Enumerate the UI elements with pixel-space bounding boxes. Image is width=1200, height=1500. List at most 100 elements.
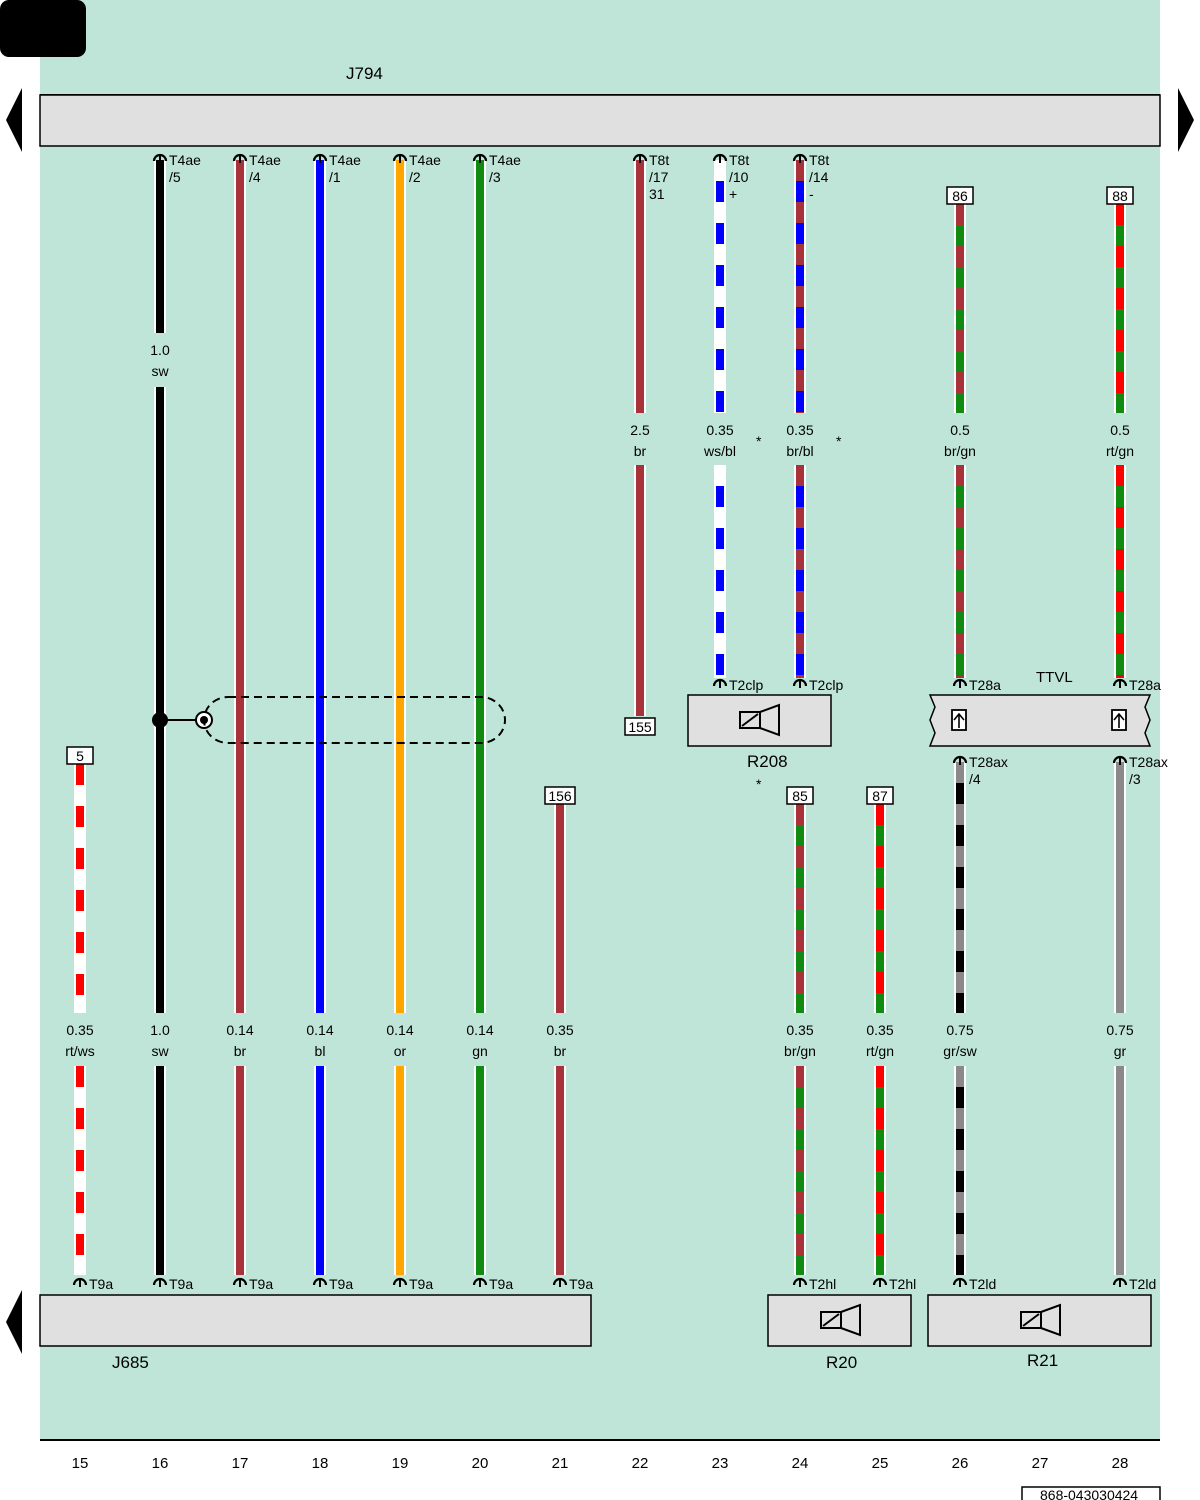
wire-stripe bbox=[76, 827, 84, 848]
wire-color-code: or bbox=[394, 1043, 407, 1059]
wire-stripe bbox=[1116, 633, 1124, 654]
wire-stripe bbox=[956, 993, 964, 1013]
wire-stripe bbox=[1116, 675, 1124, 678]
wire-stripe bbox=[796, 846, 804, 867]
wire-segment bbox=[236, 1066, 244, 1275]
wire-stripe bbox=[956, 465, 964, 486]
wire-stripe bbox=[876, 909, 884, 930]
bottom-pin-label: T9a bbox=[329, 1276, 353, 1292]
top-pin-label: /3 bbox=[489, 169, 501, 185]
wire-segment bbox=[476, 1066, 484, 1275]
wire-stripe bbox=[1116, 372, 1124, 393]
top-pin-label: T28ax bbox=[969, 754, 1008, 770]
reference-number: 155 bbox=[628, 719, 652, 735]
wire-stripe bbox=[796, 1108, 804, 1129]
reference-box bbox=[624, 717, 656, 736]
wire-stripe bbox=[956, 972, 964, 993]
ttvl-connector-box bbox=[928, 694, 1152, 747]
wire-stripe bbox=[796, 951, 804, 972]
top-pin-label: /17 bbox=[649, 169, 669, 185]
wire-stripe bbox=[716, 181, 724, 202]
wire-stripe bbox=[716, 244, 724, 265]
wire-stripe bbox=[956, 246, 964, 267]
wire-stripe bbox=[716, 591, 724, 612]
wire-stripe bbox=[716, 265, 724, 286]
column-number: 22 bbox=[632, 1455, 649, 1472]
wire-stripe bbox=[796, 1150, 804, 1171]
column-number: 15 bbox=[72, 1455, 89, 1472]
wire-stripe bbox=[716, 370, 724, 391]
wire-stripe bbox=[876, 951, 884, 972]
previous-page-arrow-lower-icon[interactable] bbox=[6, 1290, 22, 1354]
top-pin-label: /14 bbox=[809, 169, 829, 185]
wire-color-code: rt/gn bbox=[1106, 443, 1134, 459]
wire-gauge: 0.75 bbox=[1106, 1022, 1133, 1038]
wire-stripe bbox=[796, 825, 804, 846]
wire-stripe bbox=[876, 1192, 884, 1213]
column-number: 24 bbox=[792, 1455, 809, 1472]
top-pin-label: /3 bbox=[1129, 771, 1141, 787]
bottom-pin-label: T2hl bbox=[809, 1276, 836, 1292]
wire-stripe bbox=[1116, 612, 1124, 633]
wire-color-code: rt/ws bbox=[65, 1043, 95, 1059]
wire-gauge: 1.0 bbox=[150, 1022, 170, 1038]
previous-page-arrow-icon[interactable] bbox=[6, 88, 22, 152]
wire-gauge: 0.5 bbox=[950, 422, 970, 438]
wire-stripe bbox=[956, 1234, 964, 1255]
top-pin-label: + bbox=[729, 186, 737, 202]
wire-color-code: br bbox=[234, 1043, 247, 1059]
wire-stripe bbox=[1116, 225, 1124, 246]
wire-segment bbox=[156, 387, 164, 1013]
cable-shield-outline bbox=[203, 696, 506, 744]
wires-layer: T4ae/51.0sw1.0swT9a/5T4ae/40.14brT9a/1T4… bbox=[65, 152, 1168, 1309]
wire-color-code: br bbox=[634, 443, 647, 459]
j685-label: J685 bbox=[112, 1353, 149, 1372]
wire-stripe bbox=[956, 1213, 964, 1234]
reference-number: 5 bbox=[76, 748, 84, 764]
wire-stripe bbox=[876, 1213, 884, 1234]
wire-stripe bbox=[956, 1150, 964, 1171]
wire-gauge: 1.0 bbox=[150, 342, 170, 358]
wire-stripe bbox=[716, 465, 724, 486]
wire-segment bbox=[636, 160, 644, 413]
wire-color-code: gn bbox=[472, 1043, 488, 1059]
wire-stripe bbox=[956, 204, 964, 225]
wire-stripe bbox=[956, 528, 964, 549]
column-number: 25 bbox=[872, 1455, 889, 1472]
wire-stripe bbox=[956, 846, 964, 867]
page-tab-marker bbox=[0, 0, 86, 57]
wire-stripe bbox=[1116, 246, 1124, 267]
column-number: 27 bbox=[1032, 1455, 1049, 1472]
wire-stripe bbox=[956, 351, 964, 372]
reference-box bbox=[1106, 186, 1134, 205]
wire-stripe bbox=[956, 309, 964, 330]
wire-stripe bbox=[76, 1150, 84, 1171]
r21-label: R21 bbox=[1027, 1351, 1058, 1370]
wire-stripe bbox=[76, 1213, 84, 1234]
speaker-icon bbox=[739, 703, 780, 737]
wire-stripe bbox=[956, 330, 964, 351]
next-page-arrow-icon[interactable] bbox=[1178, 88, 1194, 152]
wire-stripe bbox=[796, 1129, 804, 1150]
wire-stripe bbox=[876, 930, 884, 951]
wire-stripe bbox=[76, 806, 84, 827]
wire-stripe bbox=[796, 528, 804, 549]
reference-box bbox=[786, 786, 814, 805]
wire-color-code: ws/bl bbox=[703, 443, 736, 459]
wire-stripe bbox=[956, 1192, 964, 1213]
wire-color-code: sw bbox=[151, 1043, 169, 1059]
j685-control-unit bbox=[39, 1294, 592, 1347]
wire-stripe bbox=[1116, 267, 1124, 288]
wire-stripe bbox=[796, 244, 804, 265]
top-pin-label: 31 bbox=[649, 186, 665, 202]
wire-gauge: 0.35 bbox=[786, 1022, 813, 1038]
wire-stripe bbox=[876, 1171, 884, 1192]
wire-color-code: br/gn bbox=[784, 1043, 816, 1059]
bottom-pin-label: T2ld bbox=[969, 1276, 996, 1292]
wire-stripe bbox=[956, 783, 964, 804]
wire-stripe bbox=[796, 1213, 804, 1234]
column-number: 18 bbox=[312, 1455, 329, 1472]
column-number: 20 bbox=[472, 1455, 489, 1472]
wire-stripe bbox=[716, 675, 724, 678]
